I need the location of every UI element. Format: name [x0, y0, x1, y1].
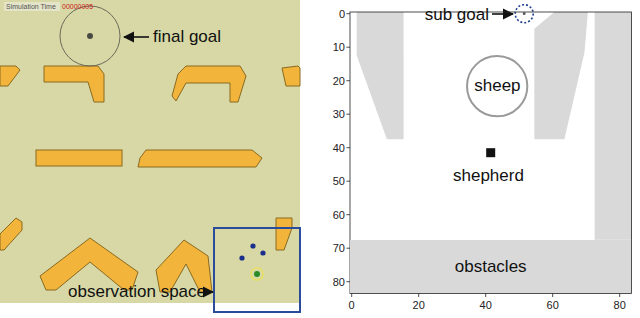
simulation-ground: [0, 0, 300, 303]
callout-label: shepherd: [453, 166, 524, 186]
axis-tick-label: 70: [333, 242, 345, 255]
axis-tick-label: 40: [333, 141, 345, 154]
subgoal-dot: [523, 12, 526, 15]
leader-arrow: [124, 36, 149, 38]
goal-dot: [87, 33, 93, 39]
axis-tick-label: 40: [480, 299, 492, 312]
leader-arrow: [209, 291, 213, 293]
callout-label: final goal: [153, 27, 221, 47]
sheep-agent: [260, 250, 265, 255]
axis-tick-label: 60: [547, 299, 559, 312]
axis-tick-label: 20: [413, 299, 425, 312]
plot-frame: [350, 12, 631, 293]
axis-tick-label: 30: [333, 108, 345, 121]
axis-tick-label: 0: [339, 7, 345, 20]
sheep-agent: [250, 243, 255, 248]
shepherd-square: [486, 148, 495, 157]
node-text: obstacles: [455, 257, 527, 277]
grid-ground: [350, 12, 631, 293]
subgoal-circle: [515, 5, 533, 23]
axis-tick-label: 60: [333, 208, 345, 221]
callout-label: sub goal: [425, 5, 489, 25]
time-bar: [4, 2, 60, 11]
leader-arrow: [492, 13, 513, 15]
time-counter: 00000005: [62, 2, 93, 10]
shepherd-agent: [254, 271, 260, 277]
time-caption: Simulation Time: [6, 2, 56, 10]
axis-tick-label: 80: [333, 275, 345, 288]
axis-tick-label: 10: [333, 41, 345, 54]
sheep-agent: [239, 255, 244, 260]
goal-circle: [60, 6, 120, 66]
axis-tick-label: 50: [333, 175, 345, 188]
node-text: sheep: [474, 76, 520, 96]
field-obstacles: [0, 66, 300, 292]
axis-tick-label: 80: [614, 299, 626, 312]
shepherd-ring: [251, 268, 263, 280]
axis-tick-label: 20: [333, 74, 345, 87]
callout-label: observation space: [68, 282, 206, 302]
grid-obstacles: [357, 12, 632, 240]
sheep-circle: sheep: [466, 55, 528, 117]
circle-outline: [467, 56, 527, 116]
observation-box: [214, 228, 300, 312]
obstacle-band: obstacles: [350, 240, 631, 294]
axis-tick-label: 0: [349, 299, 355, 312]
